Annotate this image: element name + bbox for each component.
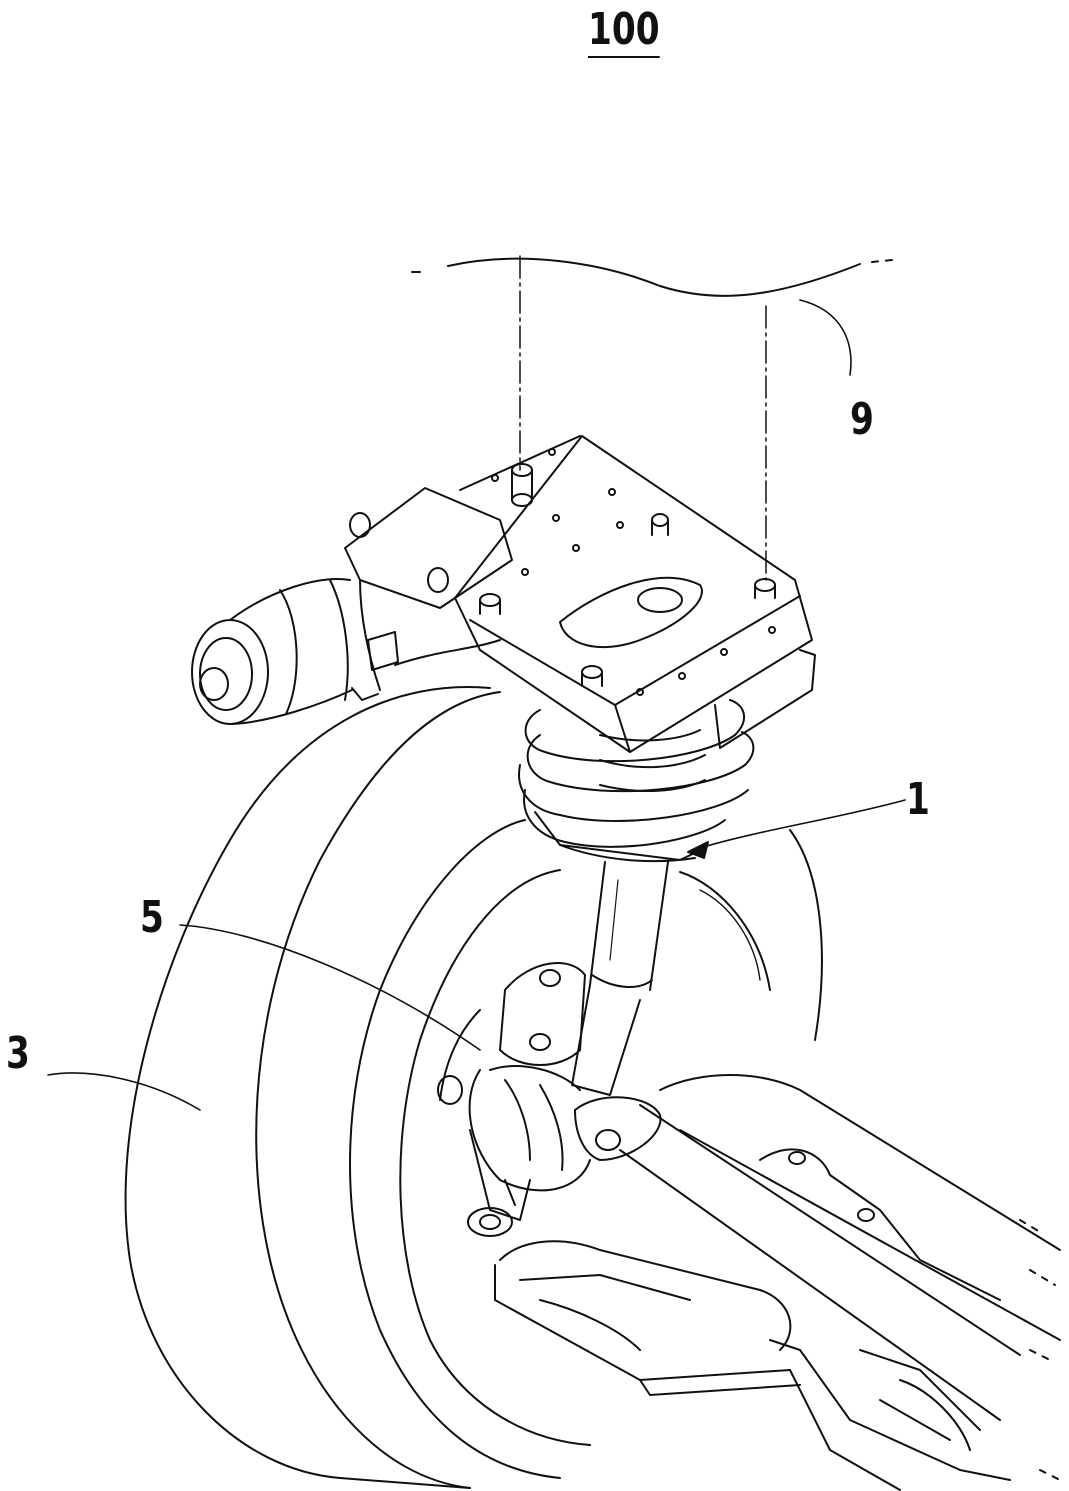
reference-numeral-3: 3 — [6, 1028, 30, 1079]
leader-5 — [179, 924, 481, 1051]
vehicle-body-surface — [411, 255, 893, 581]
leader-9 — [799, 299, 852, 376]
reference-numeral-9: 9 — [850, 394, 874, 445]
tie-rod-axle — [574, 1074, 1061, 1481]
figure-title: 100 — [588, 4, 660, 55]
reference-numeral-5: 5 — [140, 892, 164, 943]
lower-control-arm — [494, 1240, 1011, 1491]
motor-actuator — [191, 487, 513, 725]
reference-numeral-1: 1 — [906, 774, 930, 825]
steering-knuckle — [437, 962, 591, 1237]
leader-3 — [47, 1072, 201, 1111]
leader-1-arrow — [687, 841, 709, 859]
strut-spring-assembly — [518, 699, 755, 1096]
leader-1 — [699, 799, 906, 849]
mounting-plate — [454, 435, 816, 753]
wheel-tire — [124, 686, 823, 1489]
